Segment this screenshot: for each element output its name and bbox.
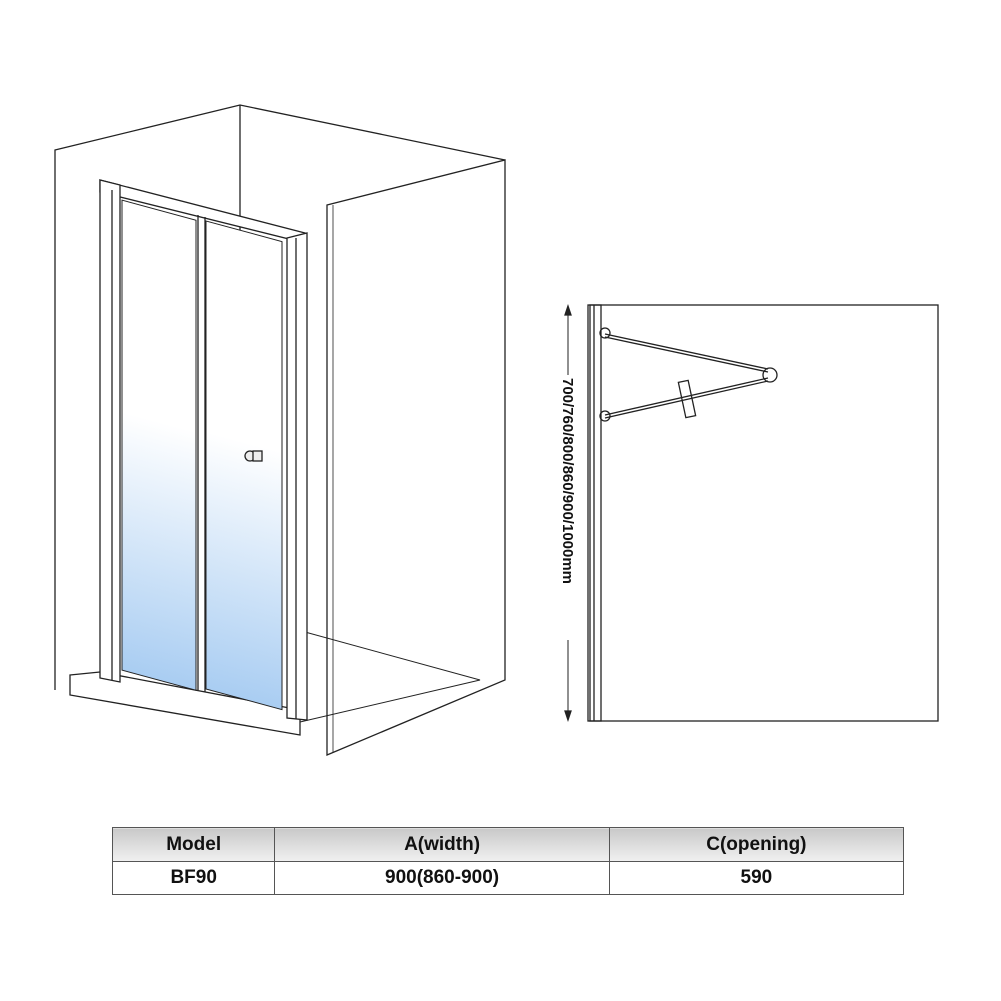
height-dimension-label: 700/760/800/860/900/1000mm [559, 378, 576, 584]
cell-opening: 590 [608, 861, 905, 895]
cell-width: 900(860-900) [274, 861, 610, 895]
header-model: Model [111, 827, 276, 862]
handle-icon [677, 379, 697, 419]
table-header-row: Model A(width) C(opening) [111, 827, 905, 862]
door-glass-left [121, 199, 197, 691]
door-right-post [286, 232, 308, 721]
shower-tray [69, 671, 301, 736]
door-hinge-post [589, 304, 602, 722]
back-wall [54, 104, 506, 690]
cell-model: BF90 [111, 861, 276, 895]
enclosure-3d-view [54, 104, 506, 756]
door-front-view [564, 303, 939, 723]
door-left-post [99, 179, 121, 683]
header-width: A(width) [274, 827, 610, 862]
side-panel [326, 159, 506, 756]
door-glass-right [205, 220, 283, 711]
table-row: BF90 900(860-900) 590 [111, 861, 905, 895]
spec-table: Model A(width) C(opening) BF90 900(860-9… [111, 827, 905, 895]
header-opening: C(opening) [608, 827, 905, 862]
